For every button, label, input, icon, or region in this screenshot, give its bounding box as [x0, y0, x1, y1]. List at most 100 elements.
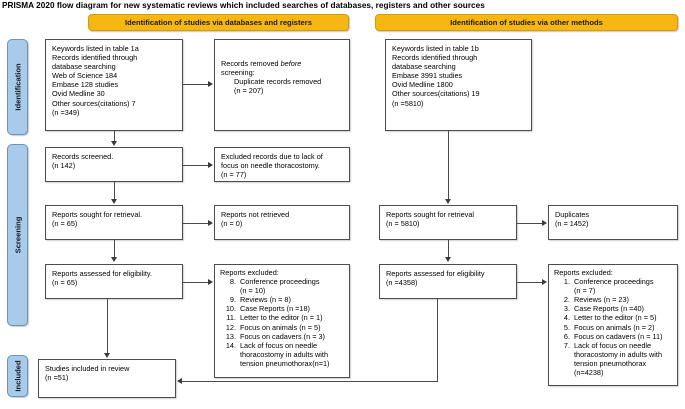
list-item-subtext: (n = 10)	[240, 286, 266, 296]
text-line: (n = 65)	[52, 278, 78, 288]
list-item-number: 11.	[226, 313, 236, 323]
box-reports-not-retrieved: Reports not retrieved (n = 0)	[214, 205, 350, 240]
text-line: Reports not retrieved	[221, 210, 290, 219]
list-item-number: 13.	[225, 331, 236, 341]
box-duplicates: Duplicates (n = 1452)	[548, 205, 678, 240]
list-item: 2. Reviews (n = 23)	[554, 295, 674, 304]
text-line: Excluded records due to lack of	[221, 152, 323, 161]
box-records-screened: Records screened. (n 142)	[45, 147, 183, 182]
stage-rail-identification: Identification	[7, 39, 28, 135]
box-reports-assessed-databases: Reports assessed for eligibility. (n = 6…	[45, 264, 183, 299]
list-item: 8.Conference proceedings(n = 10)	[220, 277, 346, 295]
list-item-text: Lack of focus on needle	[240, 340, 318, 350]
connector-other-to-included-vertical	[437, 299, 438, 381]
list-item-text: Case Reports (n =18)	[240, 304, 310, 314]
list-item: 4. Letter to the editor (n = 5)	[554, 313, 674, 322]
section-header-databases-label: Identification of studies via databases …	[125, 18, 312, 27]
arrowhead-down	[445, 257, 451, 262]
list-item-number: 6.	[563, 331, 570, 341]
connector-sought-other-to-assessed	[448, 240, 449, 257]
list-item-text: Focus on cadavers (n = 11)	[574, 331, 663, 341]
list-item-number: 3.	[563, 304, 570, 314]
text-fragment: Records removed	[221, 59, 281, 68]
section-header-other-methods-label: Identification of studies via other meth…	[450, 18, 603, 27]
connector-identified-to-removed	[183, 84, 208, 85]
stage-rail-screening: Screening	[7, 144, 28, 326]
arrowhead-down	[111, 257, 117, 262]
list-item-text: Letter to the editor (n = 5)	[574, 313, 657, 323]
connector-assessed-to-excluded	[183, 282, 208, 283]
text-line: (n = 207)	[234, 86, 264, 96]
list-item-subtext: thoracostomy in adults with tension pneu…	[240, 349, 330, 368]
text-line: Duplicate records removed	[234, 77, 322, 87]
arrowhead-right	[208, 81, 213, 87]
exclusion-list-title: Reports excluded:	[220, 268, 279, 277]
text-line: Reports sought for retrieval	[386, 210, 475, 219]
text-line: (n = 77)	[221, 170, 247, 180]
text-line: Reports sought for retrieval.	[52, 210, 143, 219]
connector-screened-to-excluded	[183, 165, 208, 166]
text-line: (n =5810)	[392, 98, 424, 108]
box-reports-sought-databases: Reports sought for retrieval. (n = 65)	[45, 205, 183, 240]
arrowhead-left	[177, 378, 182, 384]
list-item-number: 2.	[563, 295, 570, 305]
list-item: 3.Case Reports (n =40)	[554, 304, 674, 313]
arrowhead-right	[542, 279, 547, 285]
connector-identified-to-screened	[114, 131, 115, 142]
text-line: Keywords listed in table 1a	[52, 44, 139, 53]
text-line: Ovid Medline 1800	[392, 80, 453, 90]
text-line: (n =4358)	[386, 278, 418, 288]
text-line: Keywords listed in table 1b	[392, 44, 479, 53]
box-records-identified-databases: Keywords listed in table 1a Records iden…	[45, 39, 183, 131]
list-item-number: 9.	[229, 295, 236, 305]
arrowhead-right	[208, 279, 213, 285]
text-line: Web of Science 184	[52, 71, 118, 81]
text-line: Reports assessed for eligibility.	[52, 269, 153, 278]
text-line: Reports assessed for eligibility	[386, 269, 485, 278]
exclusion-list-databases: 8.Conference proceedings(n = 10) 9.Revie…	[220, 277, 346, 368]
list-item-subtext: (n = 7)	[574, 286, 596, 296]
text-line: database searching	[392, 62, 456, 72]
text-line: (n =349)	[52, 107, 80, 117]
text-line: database searching	[52, 62, 116, 72]
box-records-identified-other: Keywords listed in table 1b Records iden…	[385, 39, 532, 131]
list-item-text: Focus on cadavers (n = 3)	[240, 331, 325, 341]
list-item: 10.Case Reports (n =18)	[220, 304, 346, 313]
section-header-other-methods: Identification of studies via other meth…	[375, 14, 678, 31]
list-item-number: 5.	[563, 322, 570, 332]
box-reports-assessed-other: Reports assessed for eligibility (n =435…	[379, 264, 517, 299]
arrowhead-down	[104, 353, 110, 358]
arrowhead-down	[111, 199, 117, 204]
text-line: Embase 3991 studies	[392, 71, 463, 81]
diagram-caption: PRISMA 2020 flow diagram for new systema…	[2, 1, 485, 10]
list-item: 1.Conference proceedings(n = 7)	[554, 277, 674, 295]
list-item-number: 4.	[563, 313, 570, 323]
arrowhead-down	[111, 141, 117, 146]
stage-label-included: Included	[13, 360, 22, 392]
text-line: Other sources(citations) 19	[392, 89, 480, 99]
text-line: screening:	[221, 68, 255, 78]
list-item: 5. Focus on animals (n = 2)	[554, 323, 674, 332]
list-item-text: Focus on animals (n = 2)	[574, 322, 655, 332]
text-line: (n = 65)	[52, 219, 78, 229]
arrowhead-right	[208, 162, 213, 168]
box-excluded-records: Excluded records due to lack of focus on…	[214, 147, 350, 182]
exclusion-list-title: Reports excluded:	[554, 268, 613, 277]
list-item-text: Reviews (n = 23)	[574, 295, 629, 305]
list-item: 13. Focus on cadavers (n = 3)	[220, 332, 346, 341]
text-line: (n = 1452)	[555, 219, 589, 229]
text-line: Records identified through	[392, 53, 478, 63]
box-reports-sought-other: Reports sought for retrieval (n = 5810)	[379, 205, 517, 240]
text-line: Duplicates	[555, 210, 590, 219]
connector-other-to-included-horizontal	[182, 381, 438, 382]
text-emphasis: before	[280, 59, 302, 68]
box-studies-included: Studies included in review (n =51)	[38, 359, 176, 398]
list-item-text: Lack of focus on needle	[574, 340, 652, 350]
list-item: 9.Reviews (n = 8)	[220, 295, 346, 304]
list-item-text: Focus on animals (n = 5)	[240, 322, 321, 332]
list-item-number: 1.	[563, 277, 570, 287]
stage-label-identification: Identification	[13, 63, 22, 111]
